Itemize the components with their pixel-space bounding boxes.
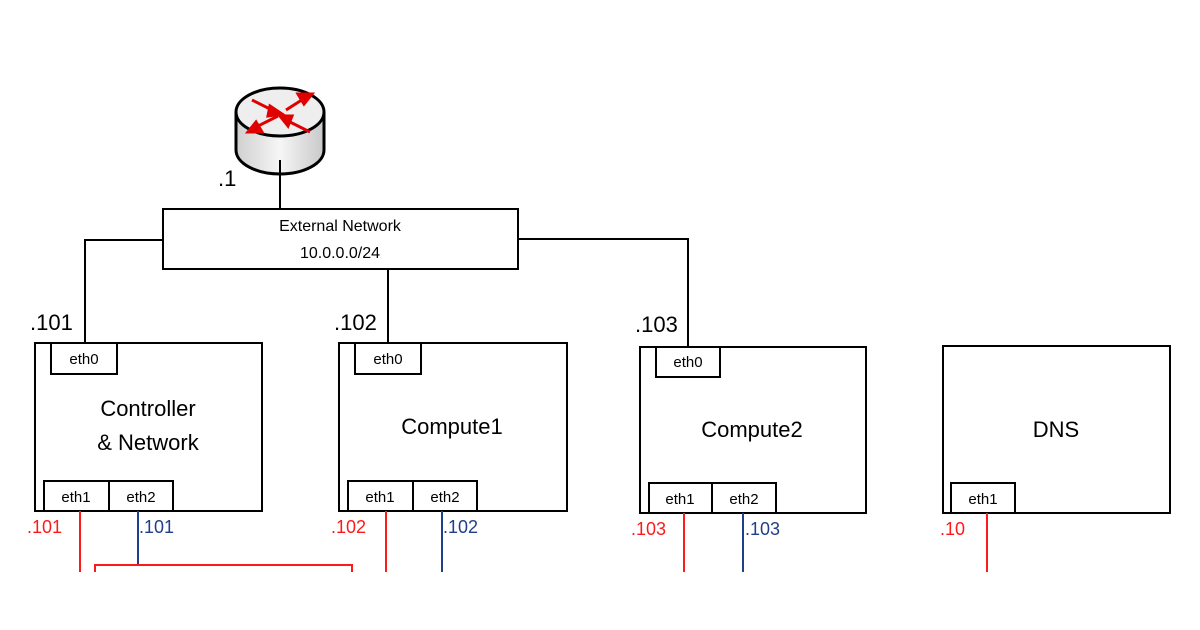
node-dns: DNS eth1 .10 [940, 345, 1171, 572]
eth0-label: eth0 [373, 351, 402, 368]
external-network-name: External Network [279, 218, 402, 235]
router-ip-label: .1 [218, 166, 236, 191]
eth1-label: eth1 [968, 491, 997, 508]
router-icon [234, 86, 326, 176]
eth1-ip-label: .10 [940, 519, 965, 539]
eth1-port [648, 482, 713, 514]
eth1-ip-label: .102 [331, 517, 366, 537]
eth0-label: eth0 [69, 351, 98, 368]
eth1-ip-label: .101 [27, 517, 62, 537]
eth1-ip-label: .103 [631, 519, 666, 539]
eth2-port [108, 480, 174, 512]
eth1-port [950, 482, 1016, 514]
eth0-ip-label: .103 [635, 312, 678, 337]
eth0-port [655, 346, 721, 378]
eth0-ip-label: .101 [30, 310, 73, 335]
eth2-label: eth2 [729, 491, 758, 508]
eth2-label: eth2 [126, 489, 155, 506]
eth0-label: eth0 [673, 354, 702, 371]
eth1-label: eth1 [365, 489, 394, 506]
node-name: Compute1 [401, 414, 503, 439]
eth0-port [354, 342, 422, 375]
eth1-label: eth1 [61, 489, 90, 506]
external-network-box: External Network 10.0.0.0/24 [162, 208, 519, 270]
eth2-label: eth2 [430, 489, 459, 506]
external-network-cidr: 10.0.0.0/24 [300, 245, 380, 262]
eth1-label: eth1 [665, 491, 694, 508]
node-controller: .101 eth0 Controller & Network eth1 eth2… [27, 310, 263, 572]
eth0-ip-label: .102 [334, 310, 377, 335]
ext-link-compute2 [518, 238, 689, 347]
eth0-port [50, 342, 118, 375]
eth2-port [711, 482, 777, 514]
node-compute1: .102 eth0 Compute1 eth1 eth2 .102 .102 [331, 310, 568, 572]
management-network-box [94, 564, 353, 572]
node-name-line2: & Network [97, 430, 199, 455]
eth2-ip-label: .103 [745, 519, 780, 539]
node-name: DNS [1033, 417, 1079, 442]
node-name: Controller [100, 396, 195, 421]
eth2-port [412, 480, 478, 512]
ext-link-controller [84, 239, 163, 343]
eth2-ip-label: .102 [443, 517, 478, 537]
node-name: Compute2 [701, 417, 803, 442]
node-compute2: .103 eth0 Compute2 eth1 eth2 .103 .103 [631, 312, 867, 572]
eth2-ip-label: .101 [139, 517, 174, 537]
eth1-port [347, 480, 414, 512]
